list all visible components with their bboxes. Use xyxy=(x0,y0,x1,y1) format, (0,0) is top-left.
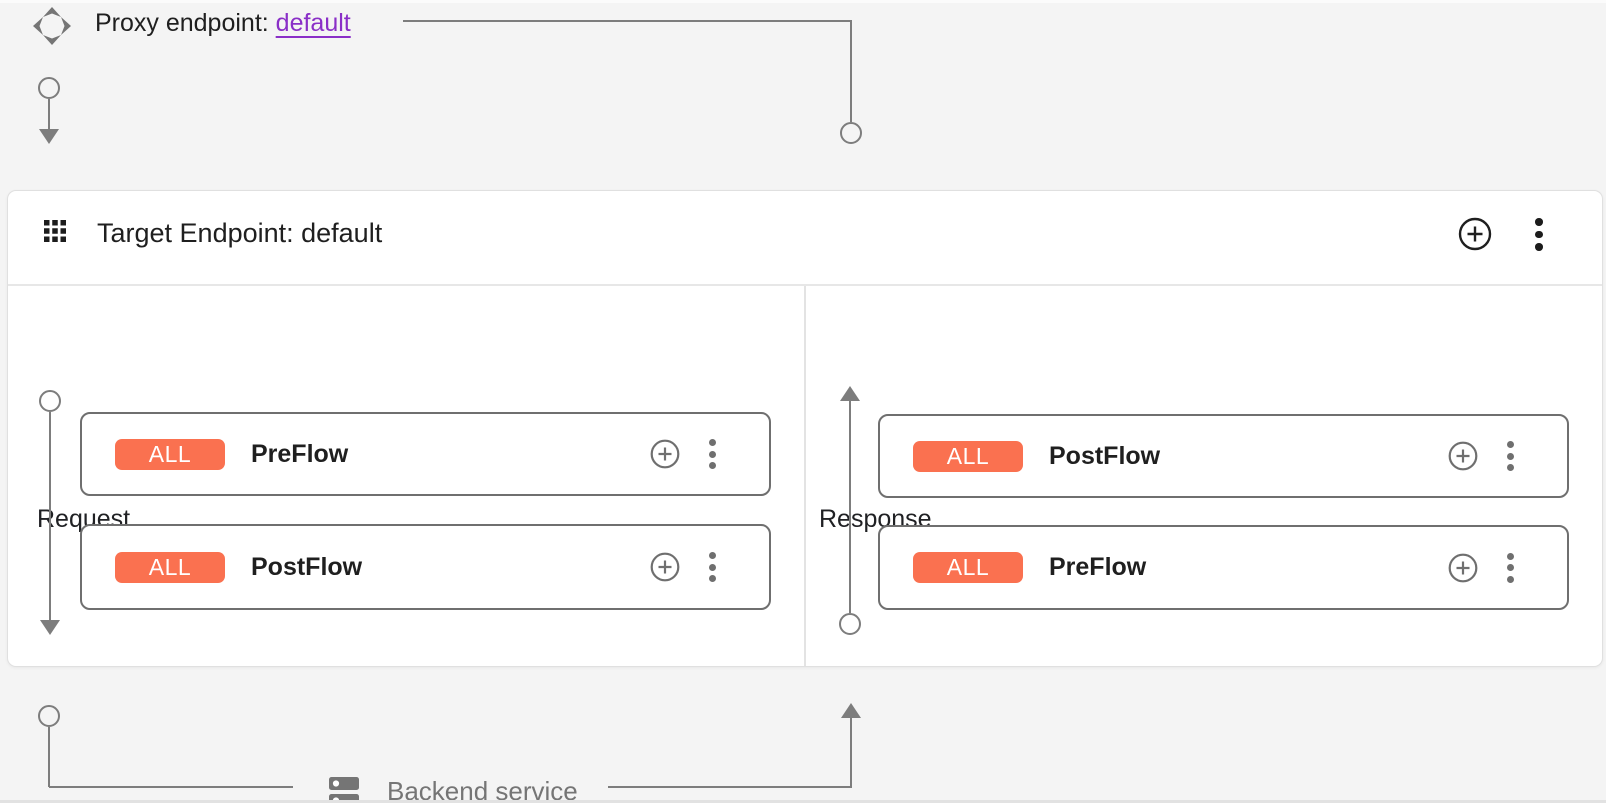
bottom-edge-strip xyxy=(0,800,1606,806)
proxy-endpoint-link[interactable]: default xyxy=(275,9,351,37)
response-rail-arrow xyxy=(840,386,860,401)
kebab-icon xyxy=(1507,552,1514,560)
target-endpoint-header: Target Endpoint: default xyxy=(8,191,1602,286)
target-endpoint-menu-button[interactable] xyxy=(1535,218,1543,251)
connector-node-bottom-request xyxy=(38,705,60,727)
flow-name: PostFlow xyxy=(1049,441,1161,470)
flow-menu-button[interactable] xyxy=(1507,441,1514,471)
flow-name: PostFlow xyxy=(251,552,363,581)
flow-menu-button[interactable] xyxy=(709,552,716,582)
request-rail-arrow xyxy=(40,620,60,635)
add-step-button[interactable] xyxy=(1448,553,1478,583)
flow-name: PreFlow xyxy=(1049,553,1147,581)
request-rail-start-node xyxy=(39,390,61,412)
condition-badge: ALL xyxy=(115,438,225,470)
proxy-endpoint-icon xyxy=(30,4,74,48)
connector-node-top-request xyxy=(38,77,60,99)
request-preflow-card[interactable]: ALL PreFlow xyxy=(80,412,771,496)
add-flow-button[interactable] xyxy=(1458,217,1492,251)
condition-badge: ALL xyxy=(115,551,225,583)
proxy-endpoint-title: Proxy endpoint: default xyxy=(95,8,351,38)
request-response-divider xyxy=(804,286,806,666)
request-rail-line xyxy=(49,412,51,620)
add-step-button[interactable] xyxy=(650,552,680,582)
condition-badge: ALL xyxy=(913,552,1023,583)
plus-circle-icon xyxy=(650,439,680,469)
connector-proxy-to-response-vertical xyxy=(850,20,852,122)
target-endpoint-card: Target Endpoint: default Request xyxy=(7,190,1603,667)
kebab-icon xyxy=(709,552,716,559)
connector-request-to-backend-vertical xyxy=(48,727,50,787)
condition-badge: ALL xyxy=(913,440,1023,472)
arrow-into-target-icon xyxy=(39,129,59,144)
add-step-button[interactable] xyxy=(1448,441,1478,471)
connector-top-request-line xyxy=(48,99,50,129)
response-rail-end-node xyxy=(839,613,861,635)
add-step-button[interactable] xyxy=(650,439,680,469)
response-preflow-card[interactable]: ALL PreFlow xyxy=(878,525,1569,610)
connector-request-to-backend-horizontal xyxy=(49,786,293,788)
kebab-icon xyxy=(709,439,716,446)
plus-circle-icon xyxy=(1448,441,1478,471)
target-endpoint-title: Target Endpoint: default xyxy=(97,218,383,248)
kebab-icon xyxy=(1507,441,1514,448)
flow-menu-button[interactable] xyxy=(709,439,716,469)
connector-proxy-to-response-horizontal xyxy=(403,20,852,22)
connector-backend-to-response-vertical xyxy=(850,718,852,788)
response-postflow-card[interactable]: ALL PostFlow xyxy=(878,414,1569,498)
proxy-endpoint-label: Proxy endpoint: xyxy=(95,9,269,37)
plus-circle-icon xyxy=(1458,217,1492,251)
connector-node-top-response xyxy=(840,122,862,144)
plus-circle-icon xyxy=(650,552,680,582)
response-rail-line xyxy=(849,401,851,613)
request-postflow-card[interactable]: ALL PostFlow xyxy=(80,524,771,610)
kebab-icon xyxy=(1535,218,1543,226)
apps-grid-icon xyxy=(44,220,66,242)
plus-circle-icon xyxy=(1448,553,1478,583)
top-edge-strip xyxy=(0,0,1606,3)
arrow-into-response xyxy=(841,703,861,718)
flow-name: PreFlow xyxy=(251,439,349,468)
connector-backend-to-response-horizontal xyxy=(608,786,852,788)
flow-menu-button[interactable] xyxy=(1507,552,1514,583)
